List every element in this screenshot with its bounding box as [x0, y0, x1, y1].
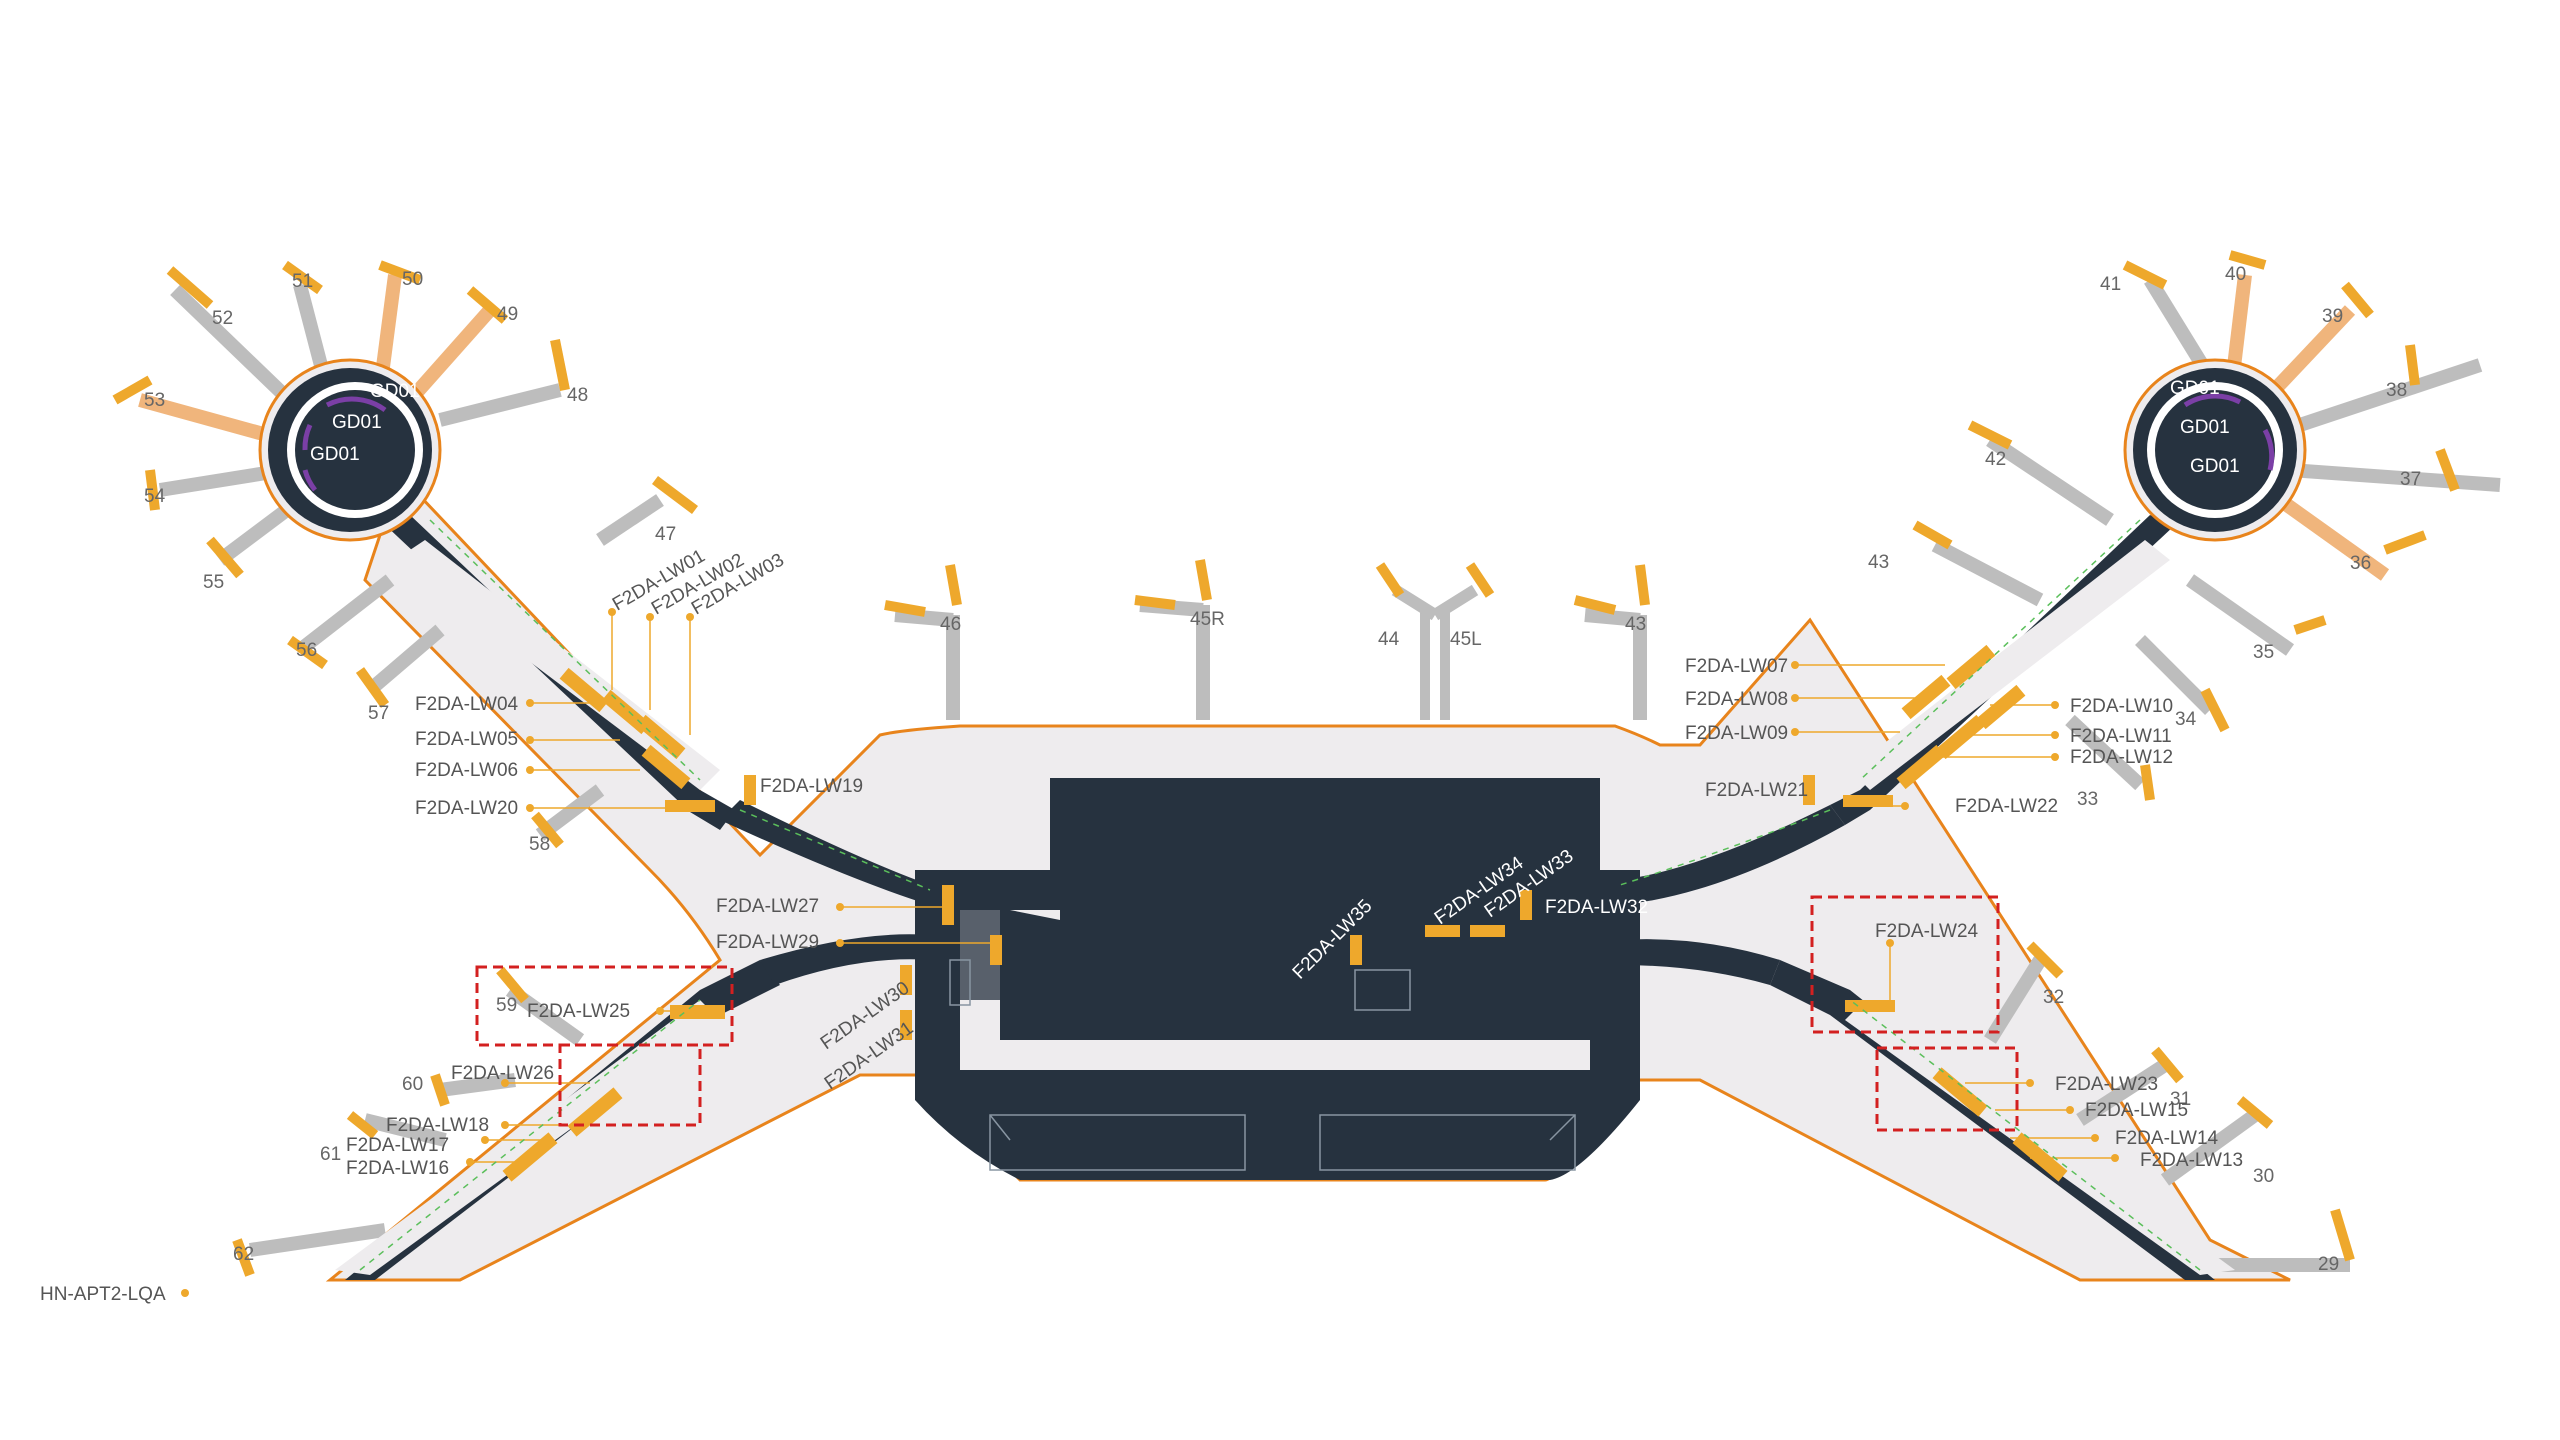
jetway-pads — [502, 644, 2068, 1182]
gate-50: 49 — [497, 304, 518, 325]
label-lw15: F2DA-LW15 — [2085, 1100, 2188, 1121]
gate-36: 36 — [2350, 553, 2371, 574]
label-lw17: F2DA-LW17 — [346, 1135, 449, 1156]
stair-icons — [949, 959, 1411, 1011]
gate-52: 51 — [292, 271, 313, 292]
gate-43: 43 — [1868, 552, 1889, 573]
gd01-right-3: GD01 — [2190, 456, 2240, 477]
label-lw19: F2DA-LW19 — [760, 776, 863, 797]
gate-42: 42 — [1985, 449, 2006, 470]
label-lw13: F2DA-LW13 — [2140, 1150, 2243, 1171]
gate-44: 43 — [1625, 614, 1646, 635]
label-lw25: F2DA-LW25 — [527, 1001, 630, 1022]
highlight-boxes — [475, 895, 2019, 1132]
gate-57: 56 — [296, 640, 317, 661]
label-lw11: F2DA-LW11 — [2070, 726, 2172, 747]
highlight-lw26 — [558, 1043, 702, 1127]
label-lw26: F2DA-LW26 — [451, 1063, 554, 1084]
label-lw32: F2DA-LW32 — [1545, 897, 1648, 918]
gate-48: 47 — [655, 524, 676, 545]
gate-29: 29 — [2318, 1254, 2339, 1275]
label-lw12: F2DA-LW12 — [2070, 747, 2173, 768]
label-apt: HN-APT2-LQA — [40, 1284, 166, 1305]
right-hub — [2123, 358, 2307, 542]
gd01-right-2: GD01 — [2180, 417, 2230, 438]
gate-46: 45R — [1190, 609, 1225, 630]
gate-34: 34 — [2175, 709, 2197, 730]
gate-40: 40 — [2225, 264, 2246, 285]
terminal-building — [915, 778, 1640, 1180]
gate-37: 37 — [2400, 469, 2421, 490]
highlight-lw25 — [475, 965, 734, 1047]
gate-33: 33 — [2077, 789, 2098, 810]
gd-labels: GD01 GD01 GD01 GD01 GD01 GD01 — [310, 378, 2240, 477]
gate-53: 52 — [212, 308, 233, 329]
leader-lines — [470, 610, 2115, 1163]
label-lw23: F2DA-LW23 — [2055, 1074, 2158, 1095]
gate-38: 38 — [2386, 380, 2407, 401]
label-lw27: F2DA-LW27 — [716, 896, 819, 917]
label-lw05: F2DA-LW05 — [415, 729, 518, 750]
gate-35: 35 — [2253, 642, 2274, 663]
gate-55: 54 — [144, 486, 166, 507]
label-lw07: F2DA-LW07 — [1685, 656, 1788, 677]
label-lw14: F2DA-LW14 — [2115, 1128, 2219, 1149]
gate-31: 31 — [2170, 1089, 2191, 1110]
gate-numbers: 52 51 50 49 48 53 54 55 56 57 47 58 59 6… — [144, 264, 2421, 1275]
label-lw18: F2DA-LW18 — [386, 1115, 489, 1136]
gate-39: 39 — [2322, 306, 2343, 327]
gate-56: 55 — [203, 572, 224, 593]
leader-dots — [181, 608, 2119, 1297]
label-lw16: F2DA-LW16 — [346, 1158, 449, 1179]
gate-49: 48 — [567, 385, 588, 406]
label-lw10: F2DA-LW10 — [2070, 696, 2173, 717]
gate-45L: 44 — [1378, 629, 1400, 650]
gate-41: 41 — [2100, 274, 2121, 295]
jet-bridges — [112, 250, 2501, 1277]
label-lw09: F2DA-LW09 — [1685, 723, 1788, 744]
gate-30: 30 — [2253, 1166, 2274, 1187]
gate-58: 57 — [368, 703, 389, 724]
label-lw20: F2DA-LW20 — [415, 798, 518, 819]
label-lw04: F2DA-LW04 — [415, 694, 519, 715]
gd01-left-1: GD01 — [370, 381, 420, 402]
gd01-left-2: GD01 — [332, 412, 382, 433]
left-hub — [258, 358, 442, 542]
gate-51: 50 — [402, 269, 423, 290]
gd01-right-1: GD01 — [2170, 378, 2220, 399]
gate-61: 60 — [402, 1074, 423, 1095]
gd01-left-3: GD01 — [310, 444, 360, 465]
gate-63: 62 — [233, 1244, 254, 1265]
gate-47: 46 — [940, 614, 961, 635]
label-lw29: F2DA-LW29 — [716, 932, 819, 953]
gate-32: 32 — [2043, 987, 2064, 1008]
gate-59: 58 — [529, 834, 550, 855]
highlight-lw23 — [1875, 1046, 2019, 1132]
label-lw24: F2DA-LW24 — [1875, 921, 1979, 942]
gate-54: 53 — [144, 390, 165, 411]
gate-62: 61 — [320, 1144, 341, 1165]
label-lw08: F2DA-LW08 — [1685, 689, 1788, 710]
label-lw21: F2DA-LW21 — [1705, 780, 1808, 801]
gate-60: 59 — [496, 995, 517, 1016]
gate-45R: 45L — [1450, 629, 1482, 650]
label-lw06: F2DA-LW06 — [415, 760, 518, 781]
label-lw22: F2DA-LW22 — [1955, 796, 2058, 817]
